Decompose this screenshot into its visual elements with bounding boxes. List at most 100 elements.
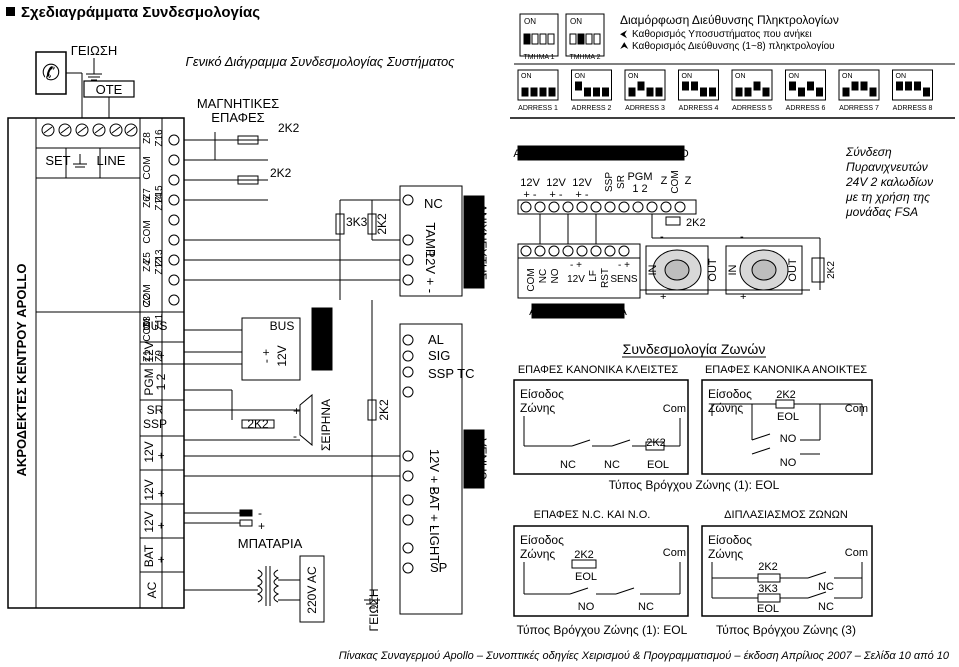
svg-text:Ζώνης: Ζώνης bbox=[520, 547, 555, 561]
dip-part1: ON ΤΜΗΜΑ 1 bbox=[519, 13, 559, 61]
dip-switch-section: ON ΤΜΗΜΑ 1 ON ΤΜΗΜΑ 2 Διαμόρφωση Διεύθυν… bbox=[514, 13, 955, 112]
battery-label: ΜΠΑΤΑΡΙΑ bbox=[238, 536, 303, 551]
svg-text:COM: COM bbox=[670, 170, 681, 193]
dip-address-label: ADRRESS 5 bbox=[732, 105, 772, 112]
svg-text:ON: ON bbox=[789, 73, 800, 80]
svg-text:NC: NC bbox=[424, 196, 443, 211]
dip-address-label: ADRRESS 7 bbox=[839, 105, 879, 112]
ground-label-2: ΓΕΙΩΣΗ bbox=[367, 588, 381, 631]
dip-line1: Καθορισμός Υποσυστήματος που ανήκει bbox=[632, 28, 812, 40]
svg-text:+: + bbox=[293, 404, 300, 418]
zones-title: Συνδεσμολογία Ζωνών bbox=[623, 341, 766, 357]
svg-text:12V: 12V bbox=[142, 479, 156, 500]
svg-text:1 2: 1 2 bbox=[632, 183, 647, 195]
fsa-apollo-label: ΑΚΡΟΔΕΚΤΕΣ ΚΕΝΤΡΟΥ APOLLO bbox=[513, 148, 689, 160]
ote-block: ✆ ΓΕΙΩΣΗ ΟΤΕ bbox=[35, 43, 135, 118]
magnetic-label-1: ΜΑΓΝΗΤΙΚΕΣ bbox=[197, 96, 279, 111]
svg-text:SIG: SIG bbox=[428, 348, 450, 363]
svg-text:-: - bbox=[740, 231, 744, 243]
svg-text:NC: NC bbox=[638, 601, 654, 613]
general-diagram-title: Γενικό Διάγραμμα Συνδεσμολογίας Συστήματ… bbox=[185, 54, 455, 69]
svg-text:Z2: Z2 bbox=[142, 294, 153, 306]
svg-text:NO: NO bbox=[780, 457, 797, 469]
bullet-square-icon bbox=[6, 7, 15, 16]
svg-text:2K2: 2K2 bbox=[247, 417, 269, 431]
svg-text:ON: ON bbox=[524, 17, 536, 26]
svg-text:Z15: Z15 bbox=[154, 185, 165, 203]
fsa-section: ΑΚΡΟΔΕΚΤΕΣ ΚΕΝΤΡΟΥ APOLLO 12V 12V 12V SS… bbox=[510, 117, 955, 319]
svg-text:COM: COM bbox=[526, 268, 537, 291]
zone-group-z8: Z8 Z16 COM Z7 Z15 bbox=[142, 129, 165, 203]
dip-title: Διαμόρφωση Διεύθυνσης Πληκτρολογίων bbox=[620, 13, 839, 27]
svg-text:Ζώνης: Ζώνης bbox=[708, 547, 743, 561]
svg-text:Z9: Z9 bbox=[154, 350, 165, 362]
svg-text:SSP: SSP bbox=[143, 417, 167, 431]
page-title: Σχεδιαγράμματα Συνδεσμολογίας bbox=[21, 4, 261, 21]
svg-text:AC: AC bbox=[145, 581, 159, 598]
svg-text:COM: COM bbox=[142, 284, 153, 307]
svg-text:+ -: + - bbox=[575, 189, 588, 201]
ote-label: ΟΤΕ bbox=[96, 82, 123, 97]
phone-icon: ✆ bbox=[42, 60, 60, 85]
svg-text:2K2: 2K2 bbox=[646, 437, 666, 449]
keypad-box bbox=[241, 317, 301, 381]
dip-line2-arrow-icon: ⮝ bbox=[620, 41, 629, 52]
zone-group-z2: Z2 COM Z1 Z9 bbox=[142, 294, 165, 362]
svg-text:NO: NO bbox=[550, 268, 561, 283]
zone-group-z6: Z6 Z14 COM Z5 Z13 bbox=[142, 193, 165, 267]
svg-text:2K2: 2K2 bbox=[826, 261, 837, 279]
zone-group-z4: Z4 Z12 COM Z3 Z11 bbox=[142, 257, 165, 330]
keypad-label-bg bbox=[311, 307, 333, 371]
lower-terminals: BUS 12V + - PGM 1 2 SR SSP 12V + - 12V +… bbox=[140, 319, 184, 598]
svg-text:SENS: SENS bbox=[610, 274, 638, 285]
dip-address-label: ADRRESS 3 bbox=[625, 105, 665, 112]
detector-block: NC TAMP 12V + - AL SIG SSP TC 12V + - BA… bbox=[399, 185, 489, 615]
svg-text:SSP TC: SSP TC bbox=[428, 366, 474, 381]
svg-text:RST: RST bbox=[600, 268, 611, 288]
svg-text:EOL: EOL bbox=[575, 571, 597, 583]
page-header: Σχεδιαγράμματα Συνδεσμολογίας bbox=[6, 4, 260, 21]
svg-text:BAT: BAT bbox=[142, 544, 156, 567]
svg-text:Com: Com bbox=[663, 547, 686, 559]
nc-zone-panel: Είσοδος Ζώνης Com 2K2 NC NC EOL bbox=[513, 379, 689, 475]
dip-address-1: ON ADRRESS 1 bbox=[517, 69, 559, 112]
svg-text:SP: SP bbox=[430, 560, 447, 575]
svg-text:Σύνδεση: Σύνδεση bbox=[845, 145, 892, 159]
r3k3-label: 3K3 bbox=[346, 215, 368, 229]
svg-text:Z11: Z11 bbox=[154, 313, 165, 330]
svg-text:+: + bbox=[258, 519, 265, 533]
svg-text:ON: ON bbox=[521, 73, 532, 80]
svg-text:TAMP: TAMP bbox=[423, 222, 438, 257]
fsa-terminals-label: ΑΚΡΟΔΕΚΤΕΣ FSA bbox=[529, 306, 627, 318]
svg-text:-: - bbox=[660, 231, 664, 243]
siren-label: ΣΕΙΡΗΝΑ bbox=[319, 399, 333, 451]
svg-text:PGM: PGM bbox=[142, 368, 156, 395]
phone-terminals bbox=[41, 123, 138, 137]
magnetic-label-2: ΕΠΑΦΕΣ bbox=[211, 110, 264, 125]
svg-text:ON: ON bbox=[628, 73, 639, 80]
svg-text:+ -: + - bbox=[523, 189, 536, 201]
svg-text:12V: 12V bbox=[546, 177, 566, 189]
double-zone-panel: Είσοδος Ζώνης Com 2K2 3K3 EOL NC NC bbox=[701, 525, 873, 617]
svg-text:NC: NC bbox=[604, 459, 620, 471]
svg-text:2K2: 2K2 bbox=[776, 389, 796, 401]
svg-text:12V: 12V bbox=[142, 441, 156, 462]
svg-text:Com: Com bbox=[845, 547, 868, 559]
dip-part2: ON ΤΜΗΜΑ 2 bbox=[565, 13, 605, 61]
set-label: SET bbox=[45, 153, 70, 168]
svg-text:NO: NO bbox=[780, 433, 797, 445]
svg-text:-: - bbox=[293, 429, 297, 443]
dip-address-label: ADRRESS 1 bbox=[518, 105, 558, 112]
svg-text:LF: LF bbox=[588, 270, 599, 282]
svg-text:SSP: SSP bbox=[604, 172, 615, 192]
svg-text:SR: SR bbox=[147, 403, 164, 417]
svg-text:+ -: + - bbox=[154, 549, 168, 563]
svg-text:BUS: BUS bbox=[143, 319, 168, 333]
svg-text:Ζώνης: Ζώνης bbox=[520, 401, 555, 415]
svg-text:+ -: + - bbox=[154, 345, 168, 359]
svg-text:2K2: 2K2 bbox=[377, 399, 391, 421]
dip-address-label: ADRRESS 2 bbox=[572, 105, 612, 112]
